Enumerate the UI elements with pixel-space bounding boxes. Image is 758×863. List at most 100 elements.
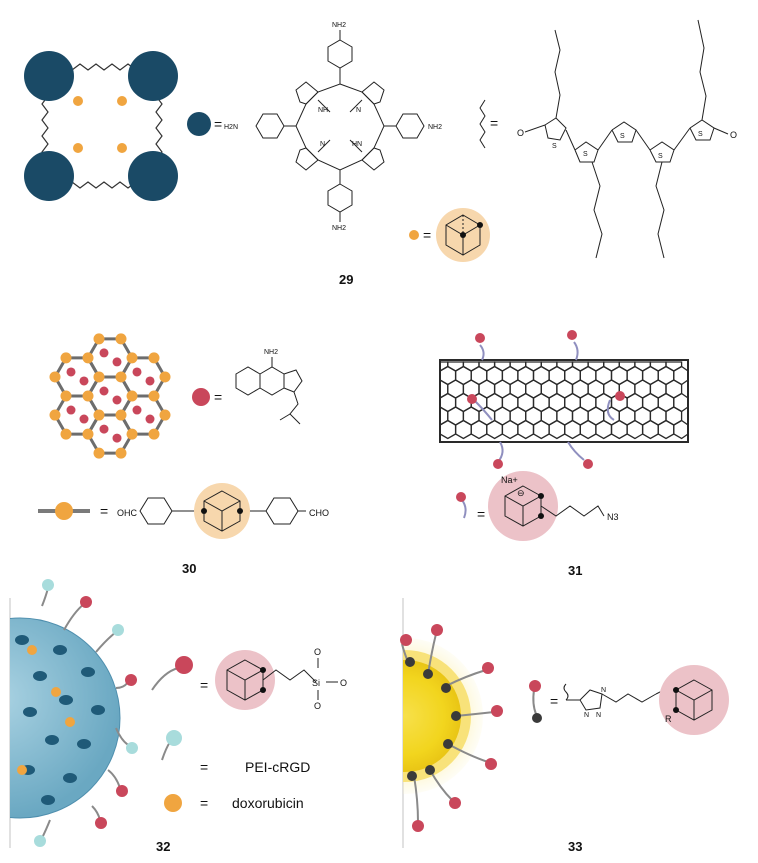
- panel-29: = NH2: [24, 19, 737, 287]
- cof-guest: [112, 357, 122, 367]
- cof-node: [60, 428, 72, 440]
- porphyrin-node: [24, 151, 74, 201]
- cof-guest: [112, 433, 122, 443]
- cof-guest: [99, 386, 109, 396]
- legend-porphyrin-node: [187, 112, 211, 136]
- cof-guest: [79, 414, 89, 424]
- nanotube-hexagon: [470, 419, 488, 440]
- cof-node: [115, 447, 127, 459]
- nanotube-hexagon: [657, 419, 675, 440]
- pyrrole-hn: HN: [352, 141, 362, 148]
- nanotube-hexagon: [540, 361, 558, 372]
- nanotube-hexagon: [564, 419, 581, 440]
- cof-node: [148, 352, 160, 364]
- legend-linker-node: [55, 502, 73, 520]
- cof-hexagon: [119, 356, 167, 398]
- cof-guest: [99, 348, 109, 358]
- methoxy-o: O: [340, 678, 347, 688]
- nanotube-hexagon: [634, 361, 652, 372]
- thiophene-s: S: [552, 143, 557, 150]
- triazole-structure: [563, 683, 673, 711]
- sodium-cation: Na+: [501, 475, 518, 485]
- porphyrin-nodes: [24, 51, 178, 201]
- legend-dox-text: doxorubicin: [232, 795, 304, 811]
- porphyrin-node: [128, 151, 178, 201]
- legend-pei-text: PEI-cRGD: [245, 759, 310, 775]
- carborane-guests: [73, 96, 127, 153]
- thiophene-s: S: [698, 131, 703, 138]
- legend-dox-dot: [164, 794, 182, 812]
- cof-node: [126, 428, 138, 440]
- cof-node: [115, 371, 127, 383]
- gold-surface-anions: [400, 624, 503, 832]
- panel-30: = NH2 = OHC CHO 30: [38, 333, 329, 576]
- thiophene-s: S: [658, 153, 663, 160]
- triazole-n: N: [601, 687, 606, 694]
- cof-node: [93, 371, 105, 383]
- nanotube-hexagon: [587, 361, 605, 372]
- cof-guest: [66, 405, 76, 415]
- nanotube-hexagon: [447, 361, 465, 372]
- nanotube-hexagon: [493, 361, 511, 372]
- macrocycle-chains: [41, 63, 163, 189]
- silicon-atom: Si: [312, 678, 320, 688]
- cof-guest: [132, 405, 142, 415]
- imiquimod-structure: [235, 357, 303, 425]
- aldehyde-o-left: O: [517, 128, 524, 138]
- triazole-n: N: [584, 712, 589, 719]
- azide-group: N3: [607, 512, 619, 522]
- cof-node: [60, 390, 72, 402]
- nanotube-hexagon: [649, 361, 667, 372]
- cof-node: [159, 371, 171, 383]
- imiquimod-nh2: NH2: [264, 349, 278, 356]
- cof-node: [60, 352, 72, 364]
- nanotube-hexagon: [454, 419, 472, 440]
- nanotube-hexagon: [618, 361, 636, 372]
- legend-black-node: [532, 713, 542, 723]
- nanotube-hexagon: [439, 419, 457, 440]
- aldehyde-cho: CHO: [309, 508, 329, 518]
- nanotube-hexagon: [501, 419, 519, 440]
- nanotube-hexagon: [462, 361, 480, 372]
- equals-sign: =: [200, 795, 208, 811]
- nanotube-hexagon: [571, 361, 589, 372]
- compound-label-33: 33: [568, 839, 582, 854]
- equals-sign: =: [214, 389, 222, 405]
- nanotube-hexagon: [486, 419, 504, 440]
- nanotube-hexagon: [673, 419, 689, 440]
- nanotube-hexagon: [509, 361, 527, 372]
- pyrrole-n: N: [356, 107, 361, 114]
- nanotube-hexagon: [517, 419, 535, 440]
- methoxy-o: O: [314, 701, 321, 711]
- cof-node: [82, 352, 94, 364]
- cof-guest: [66, 367, 76, 377]
- cof-node: [49, 371, 61, 383]
- legend-carborane-dot: [409, 230, 419, 240]
- cof-nodes: [49, 333, 171, 459]
- nanotube-hexagon: [665, 361, 683, 372]
- gold-nanoparticle: [403, 660, 461, 772]
- cof-guest: [79, 376, 89, 386]
- cof-node: [115, 333, 127, 345]
- equals-sign: =: [490, 115, 498, 131]
- gold-black-nodes: [405, 657, 461, 781]
- cof-node: [49, 409, 61, 421]
- equals-sign: =: [423, 227, 431, 243]
- legend-imiquimod-dot: [192, 388, 210, 406]
- porphyrin-node: [24, 51, 74, 101]
- compound-label-29: 29: [339, 272, 353, 287]
- silica-pores: [15, 635, 105, 805]
- cof-node: [82, 390, 94, 402]
- cof-node: [148, 428, 160, 440]
- nanotube-hexagon: [603, 361, 620, 372]
- nanotube-hexagon: [595, 419, 613, 440]
- cof-node: [93, 333, 105, 345]
- doxorubicin-loaded: [17, 645, 75, 775]
- nanotube: [439, 361, 689, 440]
- pyrrole-nh: NH: [318, 107, 328, 114]
- amine-top: NH2: [332, 22, 346, 29]
- nanotube-hexagon: [532, 419, 550, 440]
- carborane-cage: [203, 490, 241, 532]
- legend-anion-dot: [456, 492, 466, 502]
